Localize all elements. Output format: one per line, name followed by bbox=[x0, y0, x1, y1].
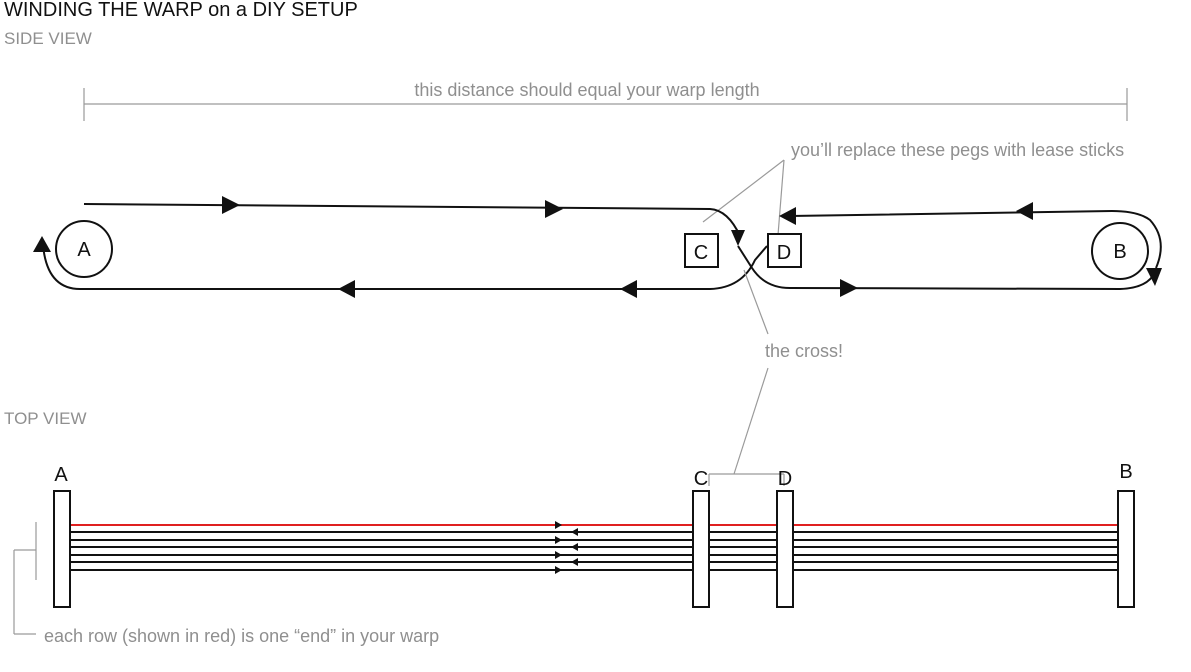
warp-length-measure bbox=[83, 88, 1128, 121]
cross-callout-lines bbox=[708, 269, 785, 486]
diagram-title: WINDING THE WARP on a DIY SETUP bbox=[4, 0, 358, 21]
peg-a-side: A bbox=[55, 220, 113, 278]
cross-label: the cross! bbox=[765, 341, 843, 361]
post-b-top bbox=[1117, 490, 1135, 608]
warp-length-label: this distance should equal your warp len… bbox=[414, 80, 759, 100]
peg-d-side: D bbox=[767, 233, 802, 268]
peg-a-label: A bbox=[77, 239, 91, 261]
lease-sticks-label: you’ll replace these pegs with lease sti… bbox=[791, 140, 1124, 160]
post-d-label: D bbox=[778, 468, 792, 490]
post-a-top bbox=[53, 490, 71, 608]
peg-d-label: D bbox=[777, 242, 791, 264]
warp-path-side bbox=[42, 203, 1162, 291]
end-bracket bbox=[13, 522, 37, 635]
direction-arrows-top bbox=[555, 521, 578, 574]
post-b-label: B bbox=[1119, 461, 1132, 483]
peg-b-label: B bbox=[1113, 241, 1126, 263]
top-view-heading: TOP VIEW bbox=[4, 409, 87, 428]
lease-callout-lines bbox=[702, 159, 785, 236]
post-d-top bbox=[776, 490, 794, 608]
peg-c-label: C bbox=[694, 242, 708, 264]
post-c-top bbox=[692, 490, 710, 608]
peg-b-side: B bbox=[1091, 222, 1149, 280]
end-row-label: each row (shown in red) is one “end” in … bbox=[44, 626, 439, 646]
post-a-label: A bbox=[54, 464, 68, 486]
peg-c-side: C bbox=[684, 233, 719, 268]
warp-rows-top bbox=[54, 524, 1134, 571]
side-view-heading: SIDE VIEW bbox=[4, 29, 92, 48]
direction-arrows-side bbox=[33, 196, 1162, 298]
post-c-label: C bbox=[694, 468, 708, 490]
